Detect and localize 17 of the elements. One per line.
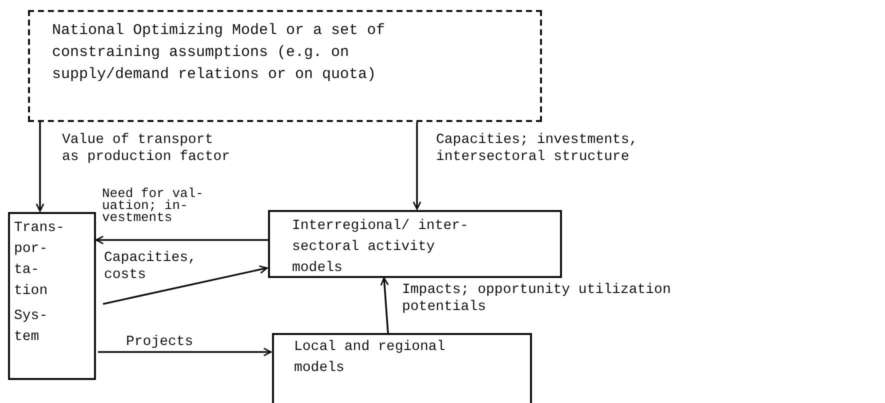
process-box (8, 212, 96, 380)
arrow (102, 265, 268, 305)
arrow (95, 236, 268, 244)
process-box (272, 333, 532, 403)
edge-label: Need for val- uation; in- vestments (102, 188, 204, 224)
arrow (36, 122, 44, 212)
node-text: Interregional/ inter- sectoral activity models (292, 217, 470, 278)
dashed-box (28, 10, 542, 122)
arrow (380, 277, 389, 334)
node-text: Sys- tem (14, 307, 49, 347)
process-box (268, 210, 562, 278)
edge-label: Capacities, costs (104, 250, 198, 284)
arrow (98, 348, 272, 356)
node-text: National Optimizing Model or a set of constraining assumptions (e.g. on supply/demand relations or on quota) (52, 21, 386, 85)
node-text: Trans- por- ta- tion (14, 219, 66, 301)
node-text: Local and regional models (294, 338, 446, 378)
arrow (412, 122, 422, 210)
